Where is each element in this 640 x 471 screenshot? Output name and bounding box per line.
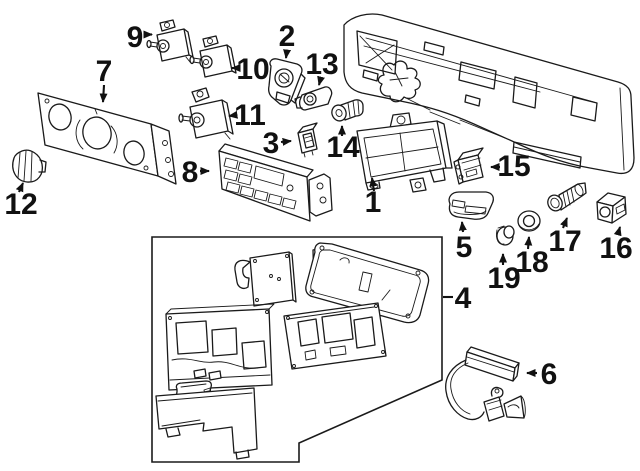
part-17-bolt-drawing (547, 182, 587, 212)
callout-label-17[interactable]: 17 (548, 225, 581, 258)
callout-17[interactable]: 17 (548, 217, 582, 258)
part-16-switch-drawing (596, 192, 627, 224)
part-4-rear-case-drawing (305, 242, 430, 324)
callout-9[interactable]: 9 (127, 21, 153, 54)
callout-label-2[interactable]: 2 (279, 20, 296, 53)
callout-label-18[interactable]: 18 (515, 246, 548, 279)
callout-label-1[interactable]: 1 (365, 186, 382, 219)
callout-19[interactable]: 19 (487, 253, 521, 295)
callout-4[interactable]: 4 (443, 282, 472, 315)
dashboard-illustration (343, 13, 635, 175)
part-5-lens-drawing (448, 191, 494, 220)
part-4-circuit-board-drawing (283, 302, 387, 370)
callout-label-6[interactable]: 6 (541, 358, 558, 391)
part-1-cluster-housing-drawing (356, 112, 453, 193)
callout-label-11[interactable]: 11 (234, 99, 266, 132)
callout-label-19[interactable]: 19 (487, 262, 520, 295)
part-10-switch-drawing (189, 35, 237, 78)
part-19-socket-drawing (496, 225, 515, 246)
callout-label-13[interactable]: 13 (305, 48, 338, 81)
callout-label-14[interactable]: 14 (326, 131, 360, 164)
callout-3[interactable]: 3 (263, 127, 292, 160)
callout-label-16[interactable]: 16 (599, 232, 632, 265)
callout-14[interactable]: 14 (326, 125, 360, 164)
part-4-bracket-plate-drawing (234, 251, 297, 307)
part-4-clips-drawing (193, 368, 222, 381)
part-18-ring-drawing (517, 210, 541, 232)
part-11-switch-drawing (178, 87, 234, 140)
part-9-switch-drawing (146, 19, 194, 63)
callout-16[interactable]: 16 (599, 226, 633, 265)
part-13-switch-drawing (294, 86, 333, 111)
callout-label-15[interactable]: 15 (497, 150, 530, 183)
part-14-bulb-socket-drawing (331, 99, 364, 122)
callout-6[interactable]: 6 (526, 358, 558, 391)
part-4-cluster-box (151, 236, 443, 463)
callout-7[interactable]: 7 (96, 55, 113, 103)
callout-label-12[interactable]: 12 (4, 188, 37, 221)
callout-label-7[interactable]: 7 (96, 55, 113, 88)
part-12-knob-drawing (12, 149, 47, 183)
callout-label-4[interactable]: 4 (455, 282, 472, 315)
part-8-climate-control-drawing (218, 143, 333, 222)
callout-13[interactable]: 13 (305, 48, 339, 86)
callout-10[interactable]: 10 (231, 53, 270, 86)
callout-11[interactable]: 11 (228, 99, 266, 132)
callout-label-10[interactable]: 10 (236, 53, 269, 86)
callout-1[interactable]: 1 (365, 177, 382, 219)
callout-8[interactable]: 8 (182, 156, 210, 189)
part-7-climate-bezel-drawing (37, 92, 177, 185)
callout-2[interactable]: 2 (279, 20, 296, 59)
callout-label-5[interactable]: 5 (456, 231, 473, 264)
callout-label-3[interactable]: 3 (263, 127, 280, 160)
part-6-lamp-bar-drawing (445, 346, 526, 422)
callout-label-9[interactable]: 9 (127, 21, 144, 54)
callout-15[interactable]: 15 (490, 150, 531, 183)
part-4-lower-cover-drawing (155, 387, 258, 460)
callout-5[interactable]: 5 (456, 221, 473, 264)
callout-18[interactable]: 18 (515, 236, 549, 279)
part-4-mask-drawing (165, 303, 275, 391)
callouts-layer: 9 10 2 13 7 11 3 14 (4, 20, 632, 391)
part-3-switch-drawing (297, 122, 318, 158)
callout-label-8[interactable]: 8 (182, 156, 199, 189)
part-15-switch-drawing (453, 147, 484, 185)
callout-12[interactable]: 12 (4, 182, 38, 221)
part-2-headlamp-switch-drawing (267, 58, 306, 106)
